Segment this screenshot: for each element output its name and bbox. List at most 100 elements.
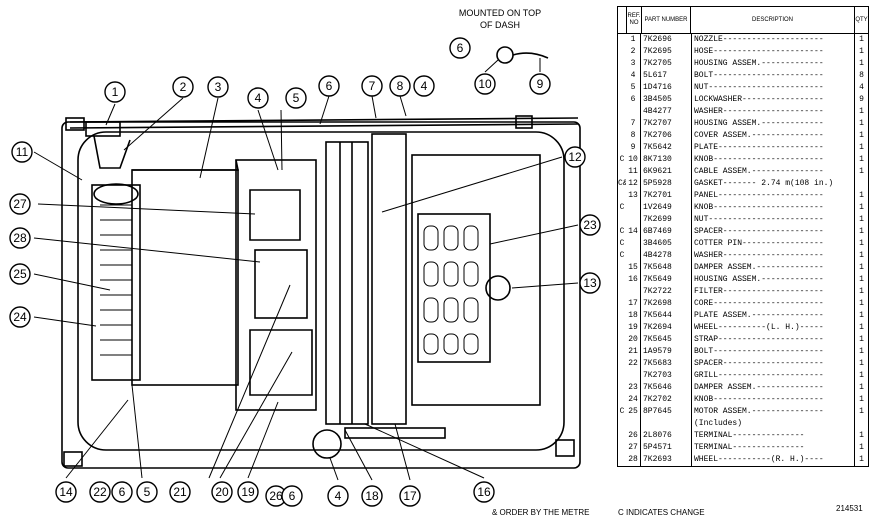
row-description: COTTER PIN----------------- — [692, 238, 855, 250]
motor-housing — [235, 159, 317, 411]
row-ref: 11 — [626, 166, 641, 178]
callout-label: 24 — [13, 310, 27, 324]
nozzle — [85, 121, 121, 137]
row-description: HOSE----------------------- — [692, 46, 855, 58]
callout-circle — [169, 481, 191, 503]
row-flag — [618, 82, 626, 94]
row-part-number: 7K5649 — [641, 274, 692, 286]
callout-label: 6 — [326, 79, 333, 93]
callout-circle — [9, 306, 31, 328]
row-ref — [626, 238, 641, 250]
row-flag — [618, 418, 626, 430]
row-qty: 1 — [859, 203, 864, 212]
grill — [91, 184, 141, 381]
row-ref: 9 — [626, 142, 641, 154]
row-flag — [618, 298, 626, 310]
callout-circle — [111, 481, 133, 503]
row-description: NUT------------------------ — [692, 214, 855, 226]
row-flag — [618, 334, 626, 346]
callout-label: 16 — [477, 485, 491, 499]
row-flag — [618, 70, 626, 82]
callout-circle — [207, 76, 229, 98]
row-part-number: 2L8076 — [641, 430, 692, 442]
callout-label: 9 — [537, 77, 544, 91]
row-flag — [618, 94, 626, 106]
callout-circle — [281, 485, 303, 507]
fan-wheel-left — [93, 183, 139, 205]
row-flag — [618, 166, 626, 178]
callout-circle — [473, 481, 495, 503]
callout-label: 19 — [241, 485, 255, 499]
row-flag: C — [619, 155, 625, 164]
row-ref: 4 — [626, 70, 641, 82]
row-flag — [618, 130, 626, 142]
row-part-number: 7K5683 — [641, 358, 692, 370]
callout-circle — [529, 73, 551, 95]
row-part-number: 7K2694 — [641, 322, 692, 334]
row-flag — [618, 442, 626, 454]
row-qty: 1 — [859, 347, 864, 356]
row-flag: C — [619, 239, 625, 248]
row-qty: 1 — [859, 359, 864, 368]
row-qty: 1 — [859, 227, 864, 236]
callout-label: 13 — [583, 276, 597, 290]
row-ref: 7 — [626, 118, 641, 130]
flag-header — [618, 7, 627, 33]
row-part-number: 7K5646 — [641, 382, 692, 394]
callout-label: 17 — [403, 489, 417, 503]
row-description: SPACER--------------------- — [692, 226, 855, 238]
callout-circle — [579, 214, 601, 236]
row-flag: C — [619, 251, 625, 260]
callout-label: 5 — [293, 91, 300, 105]
row-part-number: 7K2702 — [641, 394, 692, 406]
row-part-number: 4B4278 — [641, 250, 692, 262]
row-description: BOLT----------------------- — [692, 70, 855, 82]
row-flag — [618, 370, 626, 382]
row-ref — [626, 370, 641, 382]
callout-label: 6 — [119, 485, 126, 499]
callout-label: 26 — [269, 489, 283, 503]
row-description: KNOB----------------------- — [692, 202, 855, 214]
mount-note-line1: MOUNTED ON TOP — [459, 8, 541, 18]
row-qty: 1 — [859, 299, 864, 308]
row-part-number — [641, 418, 692, 430]
callout-circle — [136, 481, 158, 503]
row-part-number: 7K2693 — [641, 454, 692, 466]
callout-circle — [11, 141, 33, 163]
row-qty: 1 — [859, 131, 864, 140]
row-part-number: 3B4605 — [641, 238, 692, 250]
callout-circle — [474, 73, 496, 95]
row-flag — [618, 46, 626, 58]
row-flag — [618, 358, 626, 370]
row-description: PANEL---------------------- — [692, 190, 855, 202]
callout-circle — [579, 272, 601, 294]
panel — [411, 154, 541, 406]
row-part-number: 1A9579 — [641, 346, 692, 358]
housing-assembly — [131, 169, 239, 386]
table-header: REF. NO PART NUMBER DESCRIPTION QTY — [618, 7, 868, 34]
row-flag — [618, 430, 626, 442]
callout-label: 6 — [457, 41, 464, 55]
callout-label: 27 — [13, 197, 27, 211]
row-ref: 20 — [626, 334, 641, 346]
row-flag: C& — [618, 179, 626, 188]
row-qty: 1 — [859, 239, 864, 248]
row-part-number: 7K5644 — [641, 310, 692, 322]
callout-label: 14 — [59, 485, 73, 499]
row-part-number: 5L617 — [641, 70, 692, 82]
row-qty: 1 — [859, 335, 864, 344]
row-qty: 1 — [859, 59, 864, 68]
row-qty: 1 — [859, 47, 864, 56]
row-ref: 21 — [626, 346, 641, 358]
callout-label: 1 — [112, 85, 119, 99]
row-description: HOUSING ASSEM.------------- — [692, 274, 855, 286]
callout-label: 18 — [365, 489, 379, 503]
